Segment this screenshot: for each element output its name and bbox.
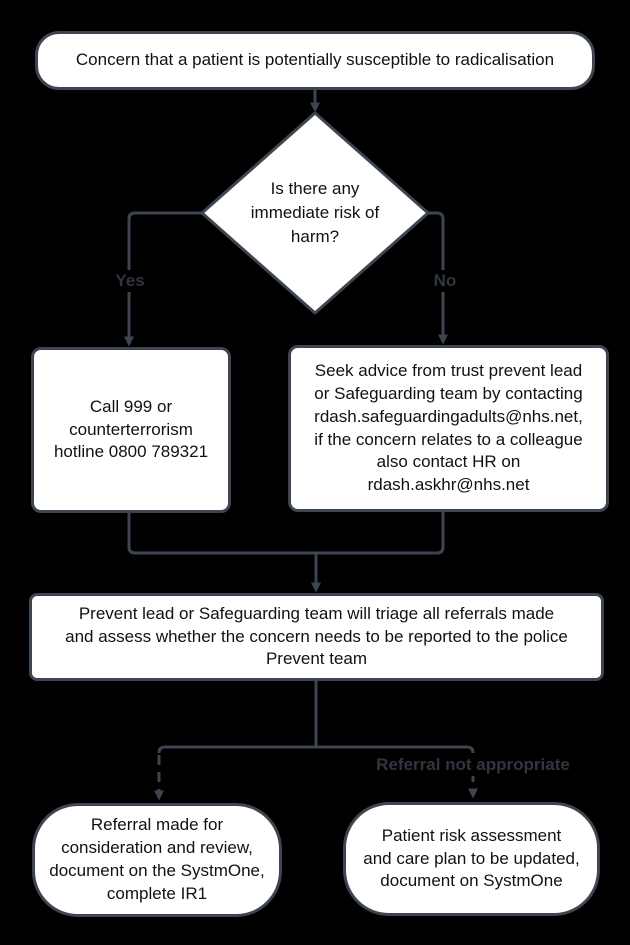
decision-node-text: Is there any immediate risk of harm? <box>250 179 380 246</box>
connector-seek-to-merge <box>316 512 445 555</box>
start-node: Concern that a patient is potentially su… <box>35 31 595 90</box>
risk-assessment-node: Patient risk assessment and care plan to… <box>343 802 600 916</box>
edge-label-no: No <box>419 270 471 292</box>
connector-decision-no <box>428 211 448 345</box>
connector-decision-yes <box>124 211 202 347</box>
triage-node: Prevent lead or Safeguarding team will t… <box>29 593 604 681</box>
decision-diamond <box>200 111 430 315</box>
seek-advice-node: Seek advice from trust prevent lead or S… <box>288 345 609 512</box>
call-999-node: Call 999 or counterterrorism hotline 080… <box>31 347 231 513</box>
connector-split-horizontal <box>157 745 475 754</box>
edge-label-yes: Yes <box>104 270 156 292</box>
edge-label-referral-not-appropriate: Referral not appropriate <box>360 754 586 776</box>
connector-call999-to-merge <box>127 513 316 555</box>
referral-made-node: Referral made for consideration and revi… <box>32 803 282 917</box>
